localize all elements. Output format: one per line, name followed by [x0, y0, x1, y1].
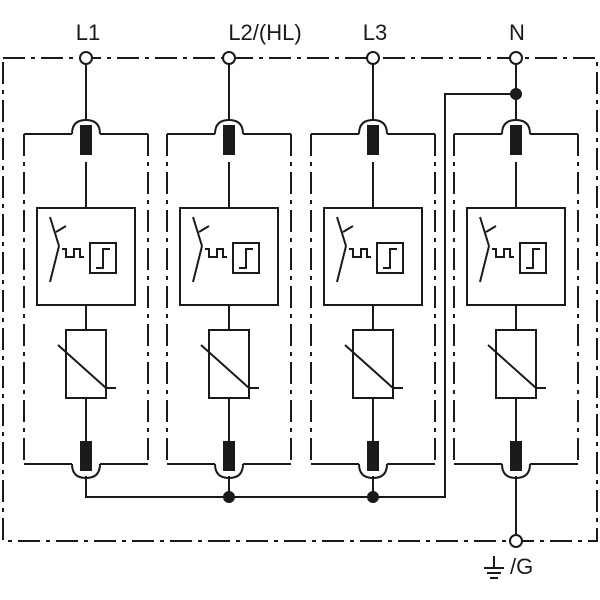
thermal-disconnector-box — [179, 207, 279, 306]
varistor-icon — [208, 329, 250, 399]
terminal-l1-icon — [79, 51, 93, 65]
thermal-disconnector-box — [466, 207, 566, 306]
terminal-label-n: N — [509, 20, 525, 45]
plug-connector-bottom — [214, 441, 244, 480]
thermal-disconnector-box — [36, 207, 136, 306]
plug-connector-bottom — [358, 441, 388, 480]
terminal-wires — [85, 64, 517, 120]
enclosure-outline — [2, 57, 598, 542]
protection-module — [23, 118, 149, 480]
plug-connector-top — [358, 118, 388, 155]
terminal-label-l1: L1 — [75, 20, 101, 45]
terminal-label-l2: L2/(HL) — [228, 20, 302, 45]
common-bus — [85, 93, 517, 535]
protection-modules — [23, 118, 579, 480]
ground-label: /G — [510, 554, 534, 579]
varistor-icon — [352, 329, 394, 399]
plug-connector-top — [214, 118, 244, 155]
terminal-label-l3: L3 — [362, 20, 388, 45]
plug-connector-top — [71, 118, 101, 155]
plug-connector-top — [501, 118, 531, 155]
terminal-circles — [79, 51, 523, 548]
varistor-icon — [65, 329, 107, 399]
terminal-l3-icon — [366, 51, 380, 65]
protection-module — [310, 118, 436, 480]
plug-connector-bottom — [501, 441, 531, 480]
protection-module — [166, 118, 292, 480]
terminal-n-icon — [509, 51, 523, 65]
thermal-disconnector-box — [323, 207, 423, 306]
plug-connector-bottom — [71, 441, 101, 480]
protection-module — [453, 118, 579, 480]
junction-dots — [223, 88, 522, 503]
varistor-icon — [495, 329, 537, 399]
terminal-ground-icon — [509, 534, 523, 548]
terminal-l2-icon — [222, 51, 236, 65]
